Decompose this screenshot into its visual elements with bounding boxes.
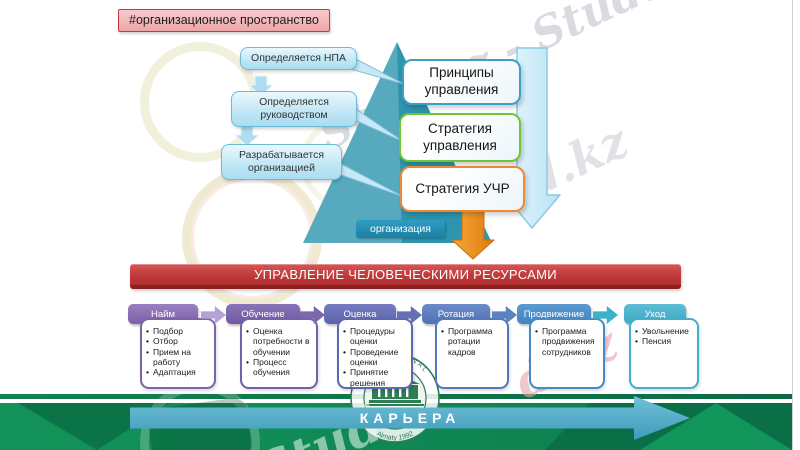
callout-tail	[349, 55, 405, 85]
bullet-item: Увольнение	[635, 326, 694, 337]
pyramid-base-label: организация	[356, 220, 445, 238]
topic-tag: #организационное пространство	[118, 9, 330, 32]
level-principles: Принципы управления	[402, 59, 521, 105]
stage-body-prodvizhenie: Программа продвижения сотрудников	[529, 318, 605, 389]
green-stripe	[0, 394, 792, 399]
stage-body-rotaciya: Программа ротации кадров	[435, 318, 509, 389]
slide-right-border	[792, 0, 793, 450]
bullet-item: Принятие решения	[343, 367, 408, 388]
pyramid-highlight	[303, 42, 402, 243]
level-hr-strategy: Стратегия УЧР	[400, 166, 525, 212]
bullet-item: Пенсия	[635, 336, 694, 347]
callout-tail	[349, 104, 405, 143]
callout-npa: Определяется НПА	[240, 47, 357, 71]
bullet-item: Оценка потребности в обучении	[246, 326, 313, 357]
callout-organization: Разрабатывается организацией	[221, 144, 342, 181]
callout-leadership: Определяется руководством	[231, 91, 357, 128]
bullet-item: Проведение оценки	[343, 347, 408, 368]
stage-body-obuchenie: Оценка потребности в обучении Процесс об…	[240, 318, 318, 389]
orange-down-arrow	[451, 205, 495, 260]
stage-body-ocenka: Процедуры оценки Проведение оценки Приня…	[337, 318, 413, 389]
level-strategy: Стратегия управления	[399, 113, 521, 162]
down-arrow-icon	[233, 125, 261, 147]
bullet-item: Прием на работу	[146, 347, 211, 368]
bullet-item: Адаптация	[146, 367, 211, 378]
bullet-item: Процесс обучения	[246, 357, 313, 378]
hr-banner: УПРАВЛЕНИЕ ЧЕЛОВЕЧЕСКИМИ РЕСУРСАМИ	[130, 264, 681, 289]
stage-body-uhod: Увольнение Пенсия	[629, 318, 699, 389]
bullet-item: Подбор	[146, 326, 211, 337]
stage-body-naim: Подбор Отбор Прием на работу Адаптация	[140, 318, 216, 389]
bullet-item: Процедуры оценки	[343, 326, 408, 347]
bullet-item: Отбор	[146, 336, 211, 347]
career-label: КАРЬЕРА	[359, 410, 461, 426]
bullet-item: Программа ротации кадров	[441, 326, 504, 357]
bullet-item: Программа продвижения сотрудников	[535, 326, 600, 357]
